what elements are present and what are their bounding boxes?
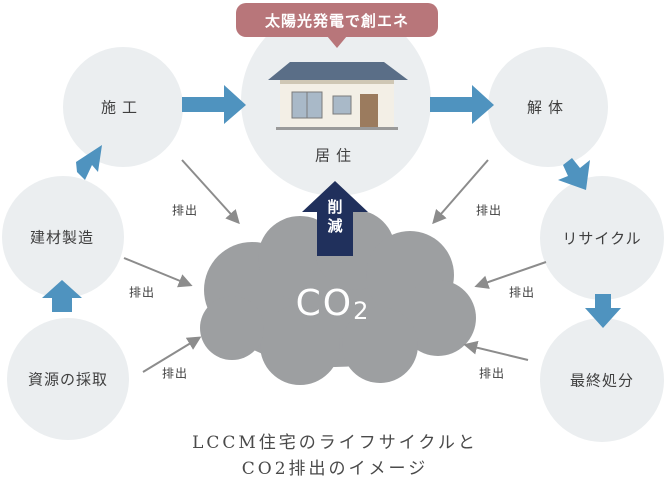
co2-cloud	[200, 210, 476, 385]
emission-label-recycle: 排出	[508, 285, 536, 300]
kaitai-label: 解体	[526, 98, 570, 117]
shigen-circle	[7, 318, 129, 440]
shigen-label: 資源の採取	[27, 370, 109, 389]
seko-label: 施工	[100, 98, 144, 117]
emission-label-saishu: 排出	[478, 366, 506, 381]
emission-label-shigen: 排出	[161, 366, 189, 381]
caption-line-2: CO2排出のイメージ	[241, 459, 429, 479]
caption-line-1: LCCM住宅のライフサイクルと	[192, 433, 478, 453]
kenzai-label: 建材製造	[29, 228, 95, 247]
emission-label-kenzai: 排出	[128, 285, 156, 300]
emission-arrows	[123, 159, 547, 373]
kenzai-circle	[2, 176, 124, 298]
flow-arrows	[42, 85, 621, 328]
solar-banner: 太陽光発電で創エネ	[236, 3, 438, 37]
recycle-circle	[540, 176, 664, 300]
co2-label: CO2	[295, 283, 371, 325]
emission-label-kaitai: 排出	[475, 203, 503, 218]
house-icon	[268, 62, 408, 130]
recycle-label: リサイクル	[562, 229, 642, 248]
banner-pointer	[327, 36, 347, 48]
reduce-arrow	[302, 181, 368, 256]
seko-circle	[63, 47, 183, 167]
emission-label-seko: 排出	[171, 203, 199, 218]
reduce-label: 削減	[325, 199, 344, 237]
saishu-circle	[540, 318, 664, 442]
saishu-label: 最終処分	[569, 371, 635, 390]
house-label: 居住	[314, 146, 358, 165]
kaitai-circle	[488, 47, 608, 167]
